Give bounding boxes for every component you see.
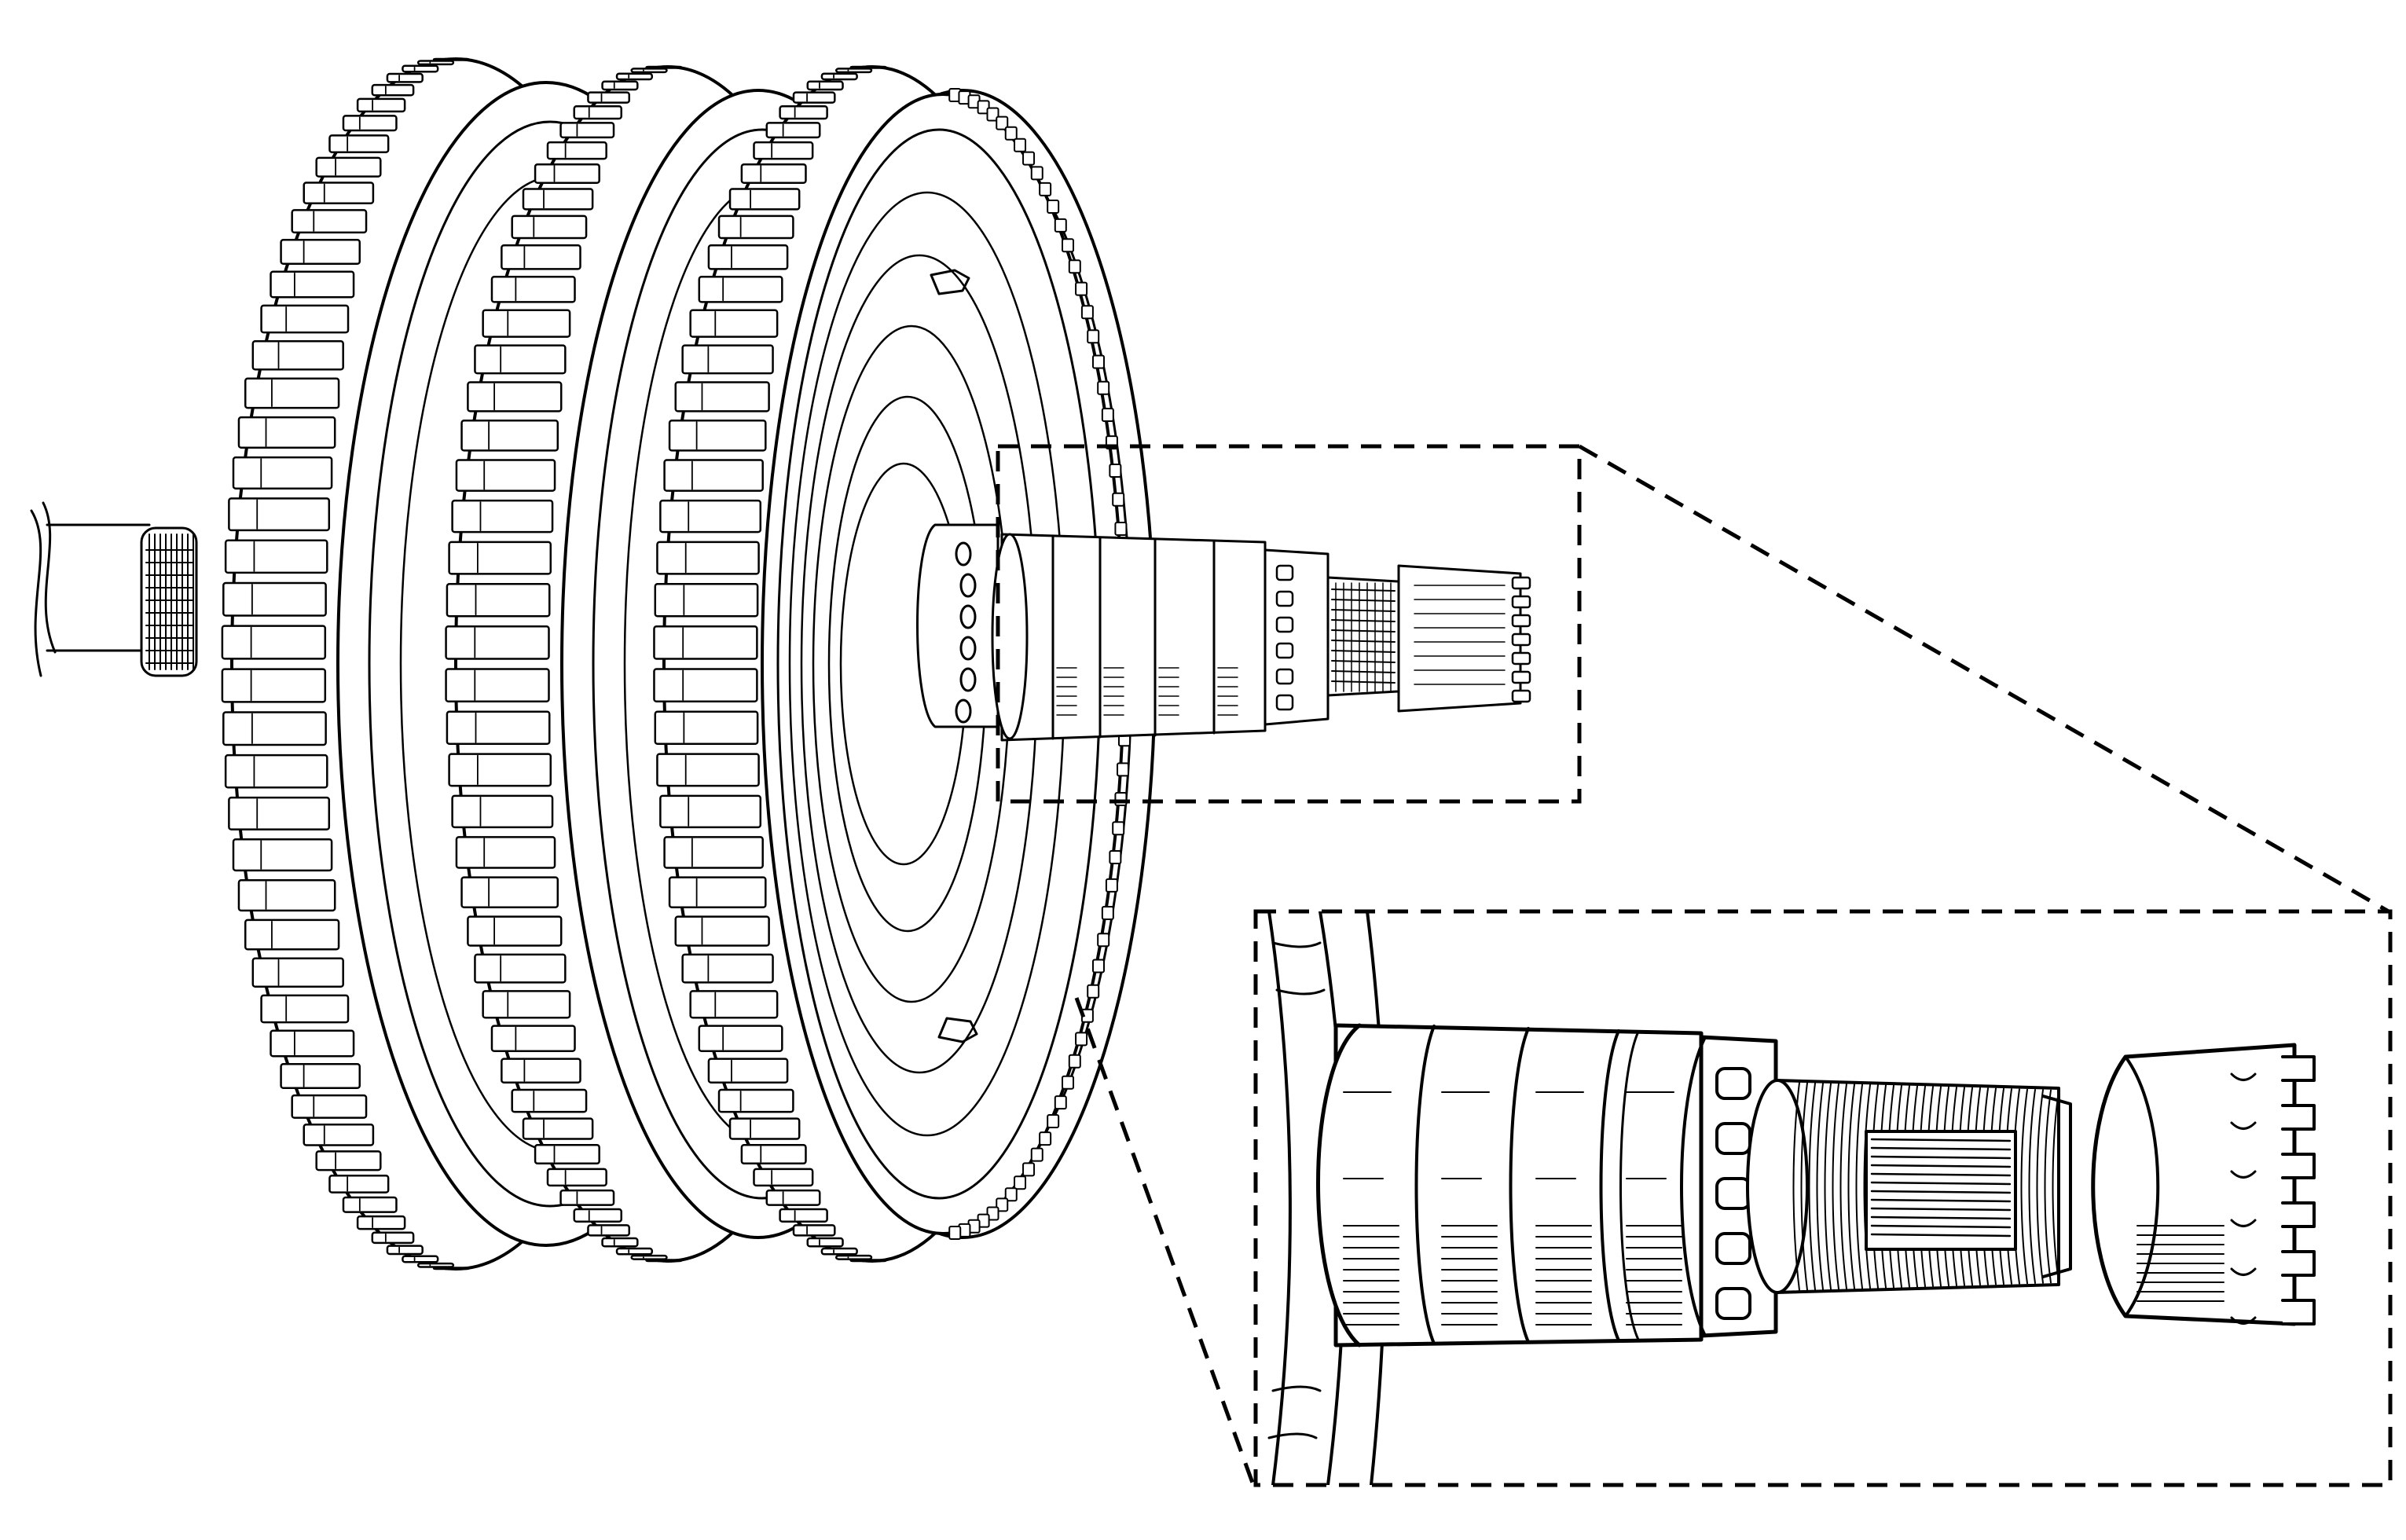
detail-thread-shaft xyxy=(1746,1079,2072,1294)
detail-view xyxy=(1253,909,2393,1487)
source-box xyxy=(996,444,1582,804)
rear-shaft-collar xyxy=(140,526,198,677)
shaft-end xyxy=(991,533,1531,742)
leader-bottom xyxy=(1074,997,1256,1486)
detail-frame xyxy=(1253,909,2393,1487)
callout xyxy=(996,444,2390,1486)
rear-shaft xyxy=(30,501,198,677)
hub xyxy=(916,523,999,728)
castle-cap xyxy=(1397,564,1531,713)
drum-pack xyxy=(221,57,1157,1270)
spline-nut xyxy=(1264,548,1330,726)
detail-castle-cap xyxy=(2091,1043,2316,1326)
detail-sleeve xyxy=(1316,1023,1704,1348)
leader-top xyxy=(1578,444,2390,914)
shaft-sleeve xyxy=(991,533,1267,742)
splined-tip xyxy=(1326,576,1400,697)
